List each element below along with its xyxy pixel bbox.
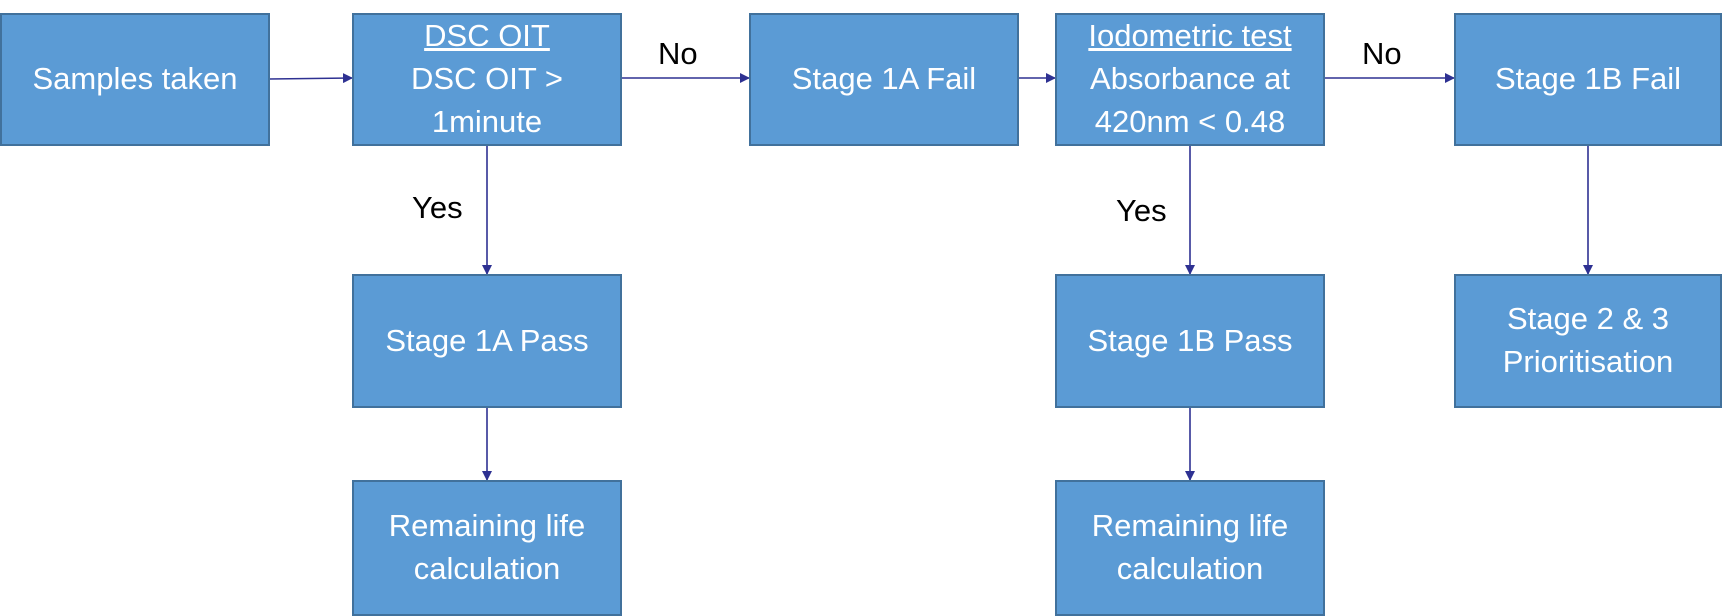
dsc-oit-line-2: 1minute <box>431 103 543 139</box>
remaining-life-b-line-1: Remaining life <box>1091 508 1289 544</box>
edge-label-iodometric-yes: Yes <box>1116 193 1167 228</box>
edge-label-dsc-no: No <box>658 36 698 71</box>
stage-2-3-prioritisation-box: Stage 2 & 3 Prioritisation <box>1454 274 1722 408</box>
stage-1a-fail-label: Stage 1A Fail <box>791 61 977 97</box>
iodometric-title: Iodometric test <box>1088 18 1292 54</box>
remaining-life-b-line-2: calculation <box>1116 551 1264 586</box>
edge-label-dsc-yes: Yes <box>412 190 463 225</box>
iodometric-line-1: Absorbance at <box>1090 61 1290 97</box>
dsc-oit-line-1: DSC OIT > <box>411 61 563 97</box>
samples-taken-label: Samples taken <box>32 61 238 97</box>
remaining-life-a-line-1: Remaining life <box>388 508 586 544</box>
remaining-life-box-a: Remaining life calculation <box>352 480 622 616</box>
stage-1b-pass-label: Stage 1B Pass <box>1087 322 1293 358</box>
stage-1a-fail-box: Stage 1A Fail <box>749 13 1019 146</box>
iodometric-test-box: Iodometric test Absorbance at 420nm < 0.… <box>1055 13 1325 146</box>
arrow-samples-to-dsc <box>268 73 353 84</box>
stage-1a-pass-box: Stage 1A Pass <box>352 274 622 408</box>
stage-1b-fail-label: Stage 1B Fail <box>1494 61 1682 97</box>
remaining-life-box-b: Remaining life calculation <box>1055 480 1325 616</box>
dsc-oit-box: DSC OIT DSC OIT > 1minute <box>352 13 622 146</box>
iodometric-line-2: 420nm < 0.48 <box>1094 103 1286 139</box>
remaining-life-a-line-2: calculation <box>413 551 561 586</box>
stage-1b-pass-box: Stage 1B Pass <box>1055 274 1325 408</box>
dsc-oit-title: DSC OIT <box>424 18 550 54</box>
stage-2-3-line-1: Stage 2 & 3 <box>1506 301 1669 337</box>
stage-2-3-line-2: Prioritisation <box>1502 344 1674 379</box>
samples-taken-box: Samples taken <box>0 13 270 146</box>
edge-label-iodometric-no: No <box>1362 36 1402 71</box>
stage-1b-fail-box: Stage 1B Fail <box>1454 13 1722 146</box>
stage-1a-pass-label: Stage 1A Pass <box>385 322 589 358</box>
